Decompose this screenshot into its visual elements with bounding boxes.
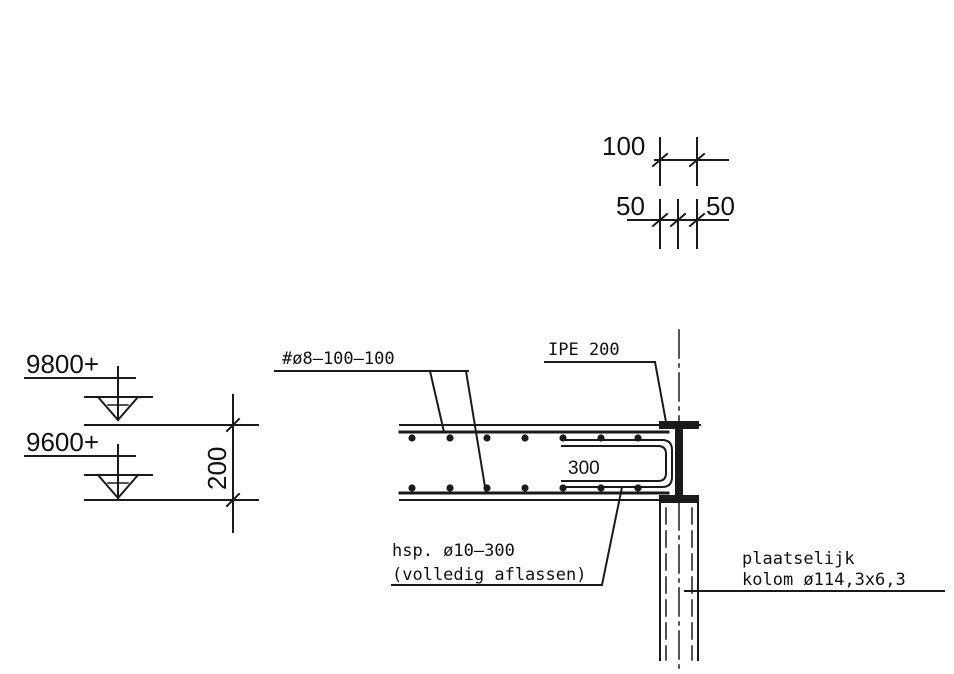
level-upper-label: 9800+ (26, 349, 99, 379)
rebar-dot-top (408, 434, 416, 442)
dim-stirrup-width: 300 (568, 458, 600, 479)
rebar-dot-bottom (408, 484, 416, 492)
dim-top-width: 100 (602, 131, 645, 161)
rebar-dot-top (446, 434, 454, 442)
rebar-dot-top (521, 434, 529, 442)
rebar-dot-top (559, 434, 567, 442)
label-column-line1: plaatselijk (742, 549, 855, 569)
label-column-line2: kolom ø114,3x6,3 (742, 570, 906, 590)
label-beam: IPE 200 (548, 340, 620, 360)
rebar-dot-top (483, 434, 491, 442)
label-mesh: #ø8–100–100 (282, 349, 395, 369)
concrete-slab (398, 424, 701, 501)
rebar-dot-bottom (634, 484, 642, 492)
leader-beam (544, 360, 668, 424)
label-rebar-line1: hsp. ø10–300 (392, 541, 515, 561)
steel-column-tube (659, 501, 699, 661)
dim-left-offset: 50 (616, 191, 645, 221)
thickness-dimension (84, 394, 259, 533)
leader-mesh (274, 369, 488, 495)
label-rebar-line2: (volledig aflassen) (392, 565, 586, 585)
dim-right-offset: 50 (706, 191, 735, 221)
level-lower-label: 9600+ (26, 427, 99, 457)
rebar-dot-bottom (559, 484, 567, 492)
rebar-dot-bottom (521, 484, 529, 492)
dim-slab-thickness: 200 (202, 447, 232, 490)
level-marker-upper (24, 366, 153, 422)
rebar-dot-top (597, 434, 605, 442)
rebar-dot-bottom (446, 484, 454, 492)
u-bar-stirrup (561, 439, 673, 488)
rebar-dot-top (634, 434, 642, 442)
rebar-dot-bottom (597, 484, 605, 492)
rebar-dots (408, 434, 642, 492)
rebar-dot-bottom (483, 484, 491, 492)
level-marker-lower (24, 444, 153, 500)
top-dimension-block (627, 137, 729, 249)
leader-rebar (391, 485, 624, 587)
